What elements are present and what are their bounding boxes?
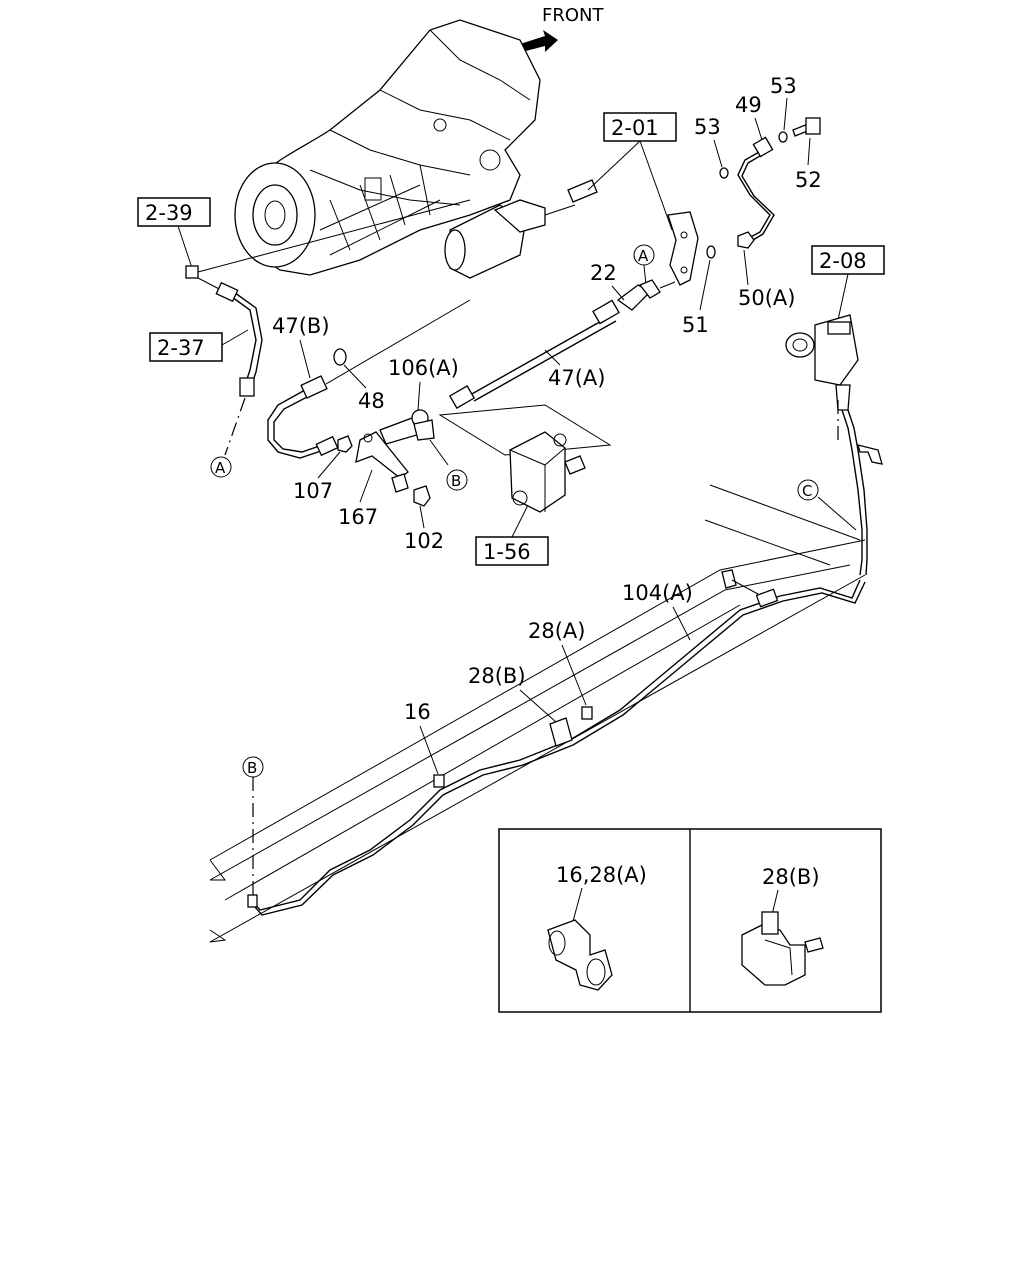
- ref-2-37: 2-37: [157, 336, 205, 360]
- ref-box-2-39: [137, 197, 211, 227]
- callout-104a: 104(A): [622, 581, 693, 605]
- ref-box-2-08: [811, 245, 885, 275]
- washer-53b: [778, 131, 788, 143]
- ref-box-2-37: [149, 332, 223, 362]
- ref-2-08: 2-08: [819, 249, 867, 273]
- clip-28a: [581, 706, 593, 720]
- slave-cylinder: [444, 179, 598, 279]
- master-cylinder: [785, 314, 859, 411]
- callout-106a: 106(A): [388, 356, 459, 380]
- callout-16: 16: [404, 700, 431, 724]
- pipe-end-fitting: [247, 894, 258, 908]
- callout-28a: 28(A): [528, 619, 585, 643]
- bolt-52: [792, 117, 821, 137]
- inset-label-left: 16,28(A): [556, 863, 647, 887]
- inset-detail-box: [498, 828, 882, 1013]
- inset-label-right: 28(B): [762, 865, 820, 889]
- circle-c: C: [802, 482, 812, 500]
- union-106a: [379, 409, 449, 466]
- washer-48: [333, 348, 347, 366]
- pipe-47b: [267, 375, 339, 459]
- circle-b-mid: B: [451, 472, 461, 490]
- valve-assembly: [509, 431, 586, 513]
- washer-51: [706, 245, 716, 259]
- callout-53-top: 53: [770, 74, 797, 98]
- fitting-47a-top: [592, 299, 620, 325]
- callout-50a: 50(A): [738, 286, 795, 310]
- clip-16: [433, 774, 445, 788]
- callout-53-left: 53: [694, 115, 721, 139]
- clip-28b: [549, 717, 573, 747]
- fitting-47a-bottom: [448, 385, 476, 409]
- circle-a-left: A: [215, 459, 226, 477]
- fitting-49: [752, 136, 774, 158]
- breather-hose: [215, 281, 263, 397]
- callout-102: 102: [404, 529, 444, 553]
- bracket: [667, 211, 699, 286]
- transmission-assembly: [234, 19, 541, 276]
- ref-box-2-01: [603, 112, 677, 142]
- breather-fitting: [185, 265, 199, 279]
- callout-52: 52: [795, 168, 822, 192]
- callout-49: 49: [735, 93, 762, 117]
- nut-107: [337, 435, 353, 453]
- ref-box-1-56: [475, 536, 549, 566]
- nut-50a: [737, 231, 755, 249]
- washer-53a: [719, 167, 729, 179]
- clip-16-28a-detail: [547, 919, 613, 991]
- callout-22: 22: [590, 261, 617, 285]
- front-label: FRONT: [542, 5, 604, 26]
- callout-28b: 28(B): [468, 664, 526, 688]
- clip-28b-detail: [741, 911, 824, 986]
- union-22: [616, 279, 676, 311]
- callout-167: 167: [338, 505, 378, 529]
- callout-107: 107: [293, 479, 333, 503]
- callout-51: 51: [682, 313, 709, 337]
- ref-1-56: 1-56: [483, 540, 531, 564]
- hose-bracket-right: [857, 444, 883, 465]
- ref-2-01: 2-01: [611, 116, 659, 140]
- callout-48: 48: [358, 389, 385, 413]
- connector-104a: [721, 569, 779, 608]
- callout-47b: 47(B): [272, 314, 330, 338]
- bolt-102: [391, 473, 431, 507]
- circle-a-top: A: [638, 247, 649, 265]
- ref-2-39: 2-39: [145, 201, 193, 225]
- callout-47a: 47(A): [548, 366, 605, 390]
- circle-b-left: B: [247, 759, 257, 777]
- front-arrow-icon: [520, 30, 558, 52]
